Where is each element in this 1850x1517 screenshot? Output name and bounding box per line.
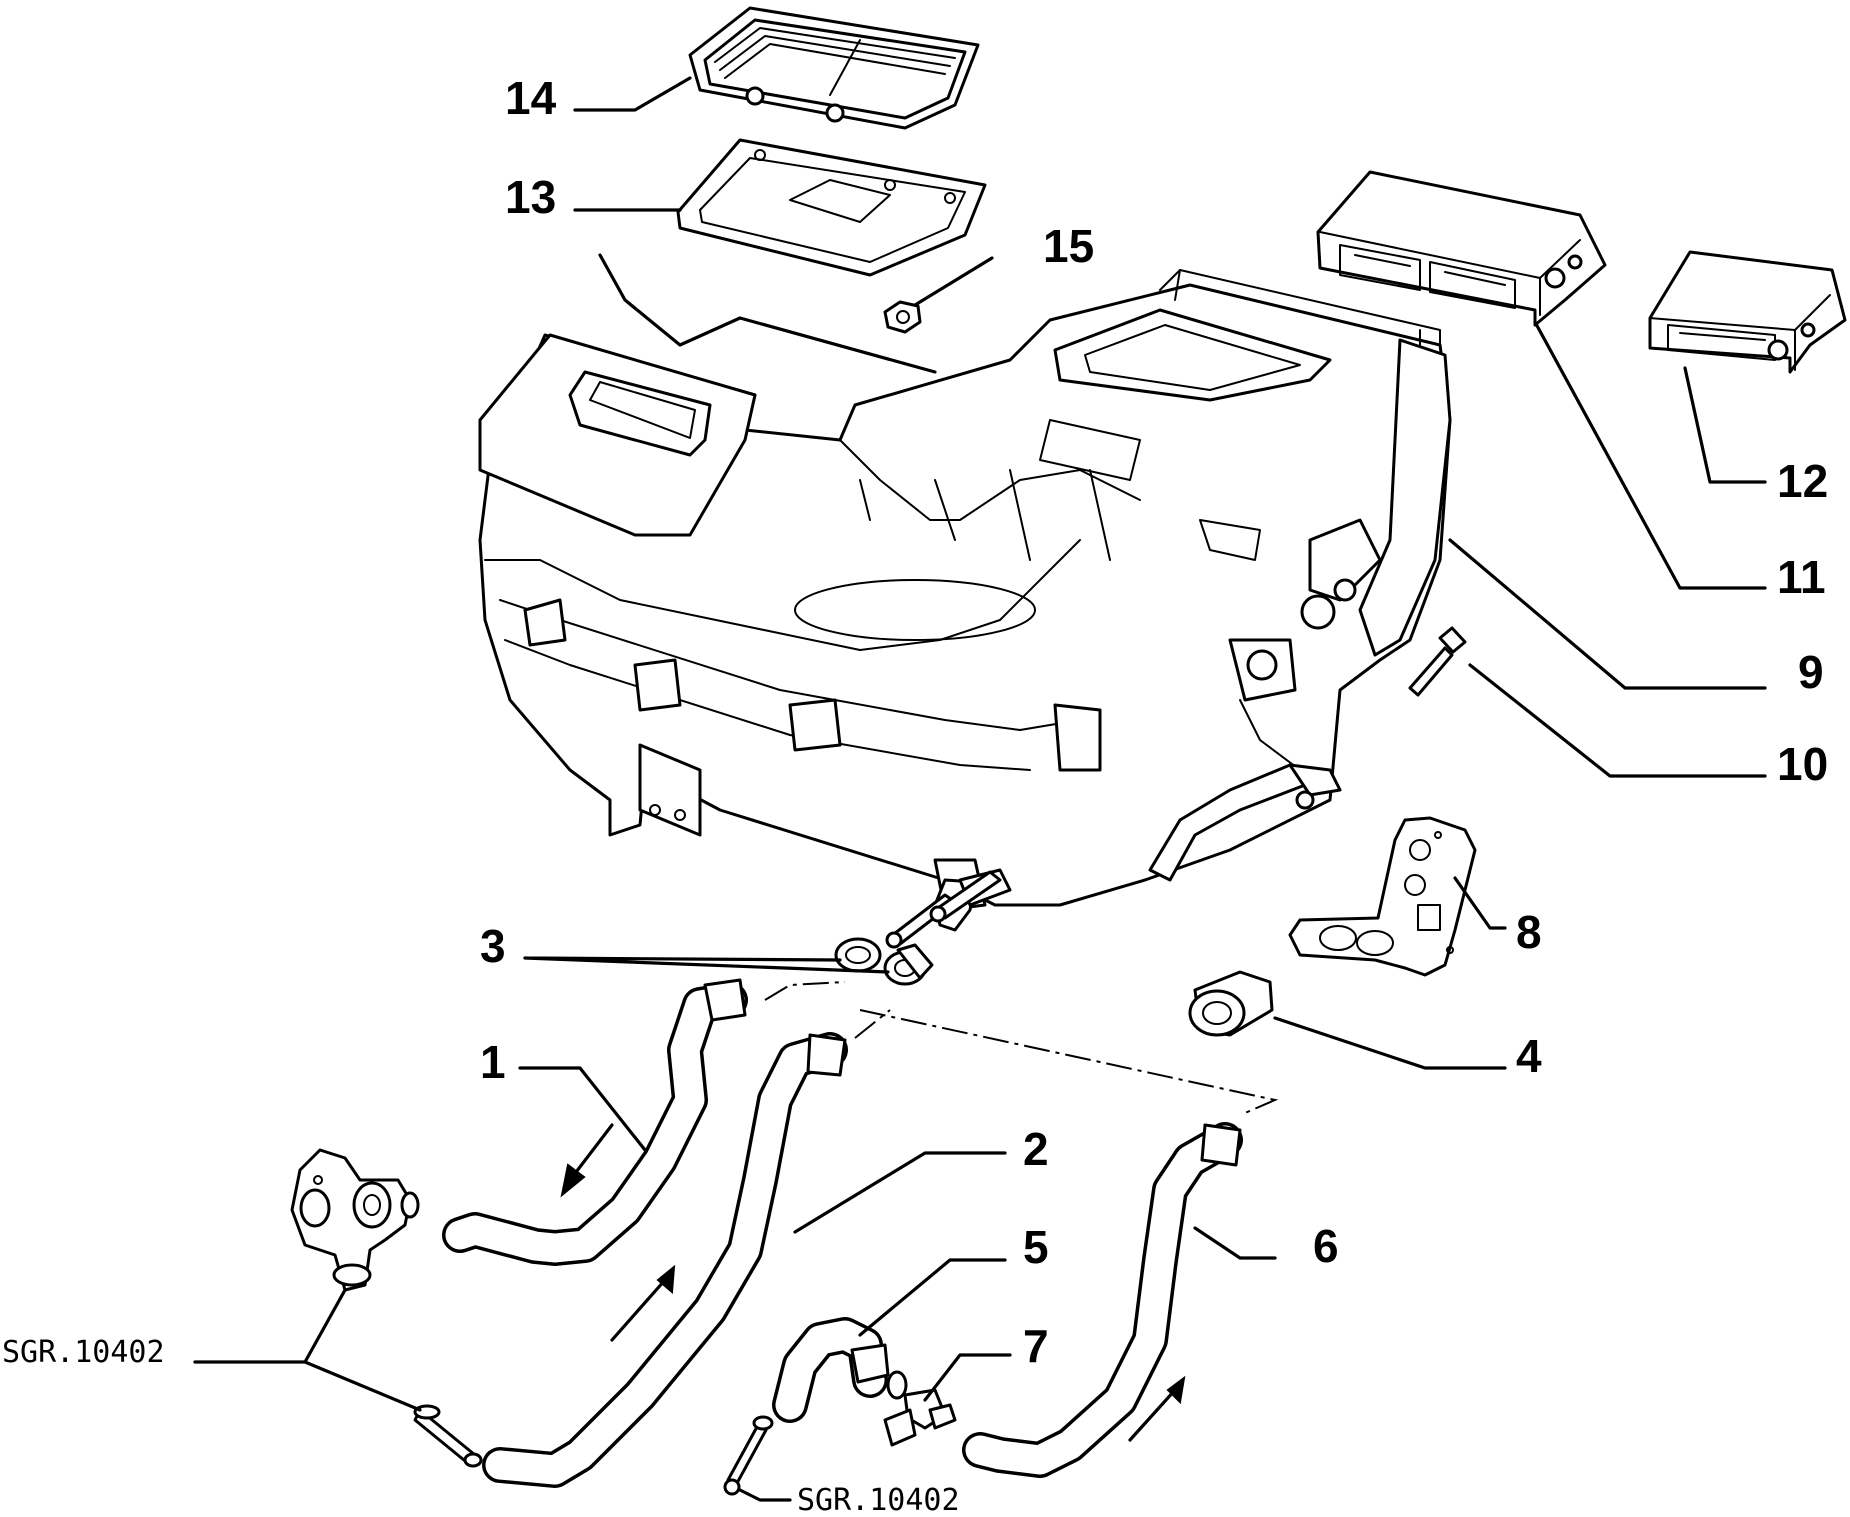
callout-11: 11 [1777,551,1826,603]
part-7-t-connector [883,1370,957,1447]
part-3-hose-clamps [834,870,1002,986]
callout-9: 9 [1798,646,1824,698]
leader-14 [573,76,692,112]
leader-10 [1468,663,1767,778]
callout-13: 13 [505,171,556,223]
callout-2: 2 [1023,1123,1049,1175]
callout-3: 3 [480,920,506,972]
callout-5: 5 [1023,1221,1049,1273]
callout-15: 15 [1043,220,1094,272]
callout-12: 12 [1777,455,1828,507]
part-10-screw [1408,626,1467,697]
part-5-hose [772,1317,890,1423]
leader-1 [518,1066,647,1152]
leader-sgr-left [193,1288,422,1412]
centerline-hose-6 [859,1009,1279,1114]
reference-sgr-left: SGR.10402 [2,1335,165,1370]
bleed-screw-bottom [723,1415,774,1496]
leader-5 [858,1258,1007,1337]
leader-8 [1453,876,1507,930]
flow-arrow-hose-2 [610,1264,676,1342]
part-4-grommet [1188,970,1274,1037]
callout-6: 6 [1313,1220,1339,1272]
part-6-hose [962,1122,1243,1478]
flow-arrow-hose-1 [560,1123,614,1198]
callout-10: 10 [1777,738,1828,790]
leader-15 [913,256,994,307]
callout-1: 1 [480,1036,506,1088]
centerline-hose-2 [854,1009,891,1039]
callout-8: 8 [1516,906,1542,958]
leader-2 [793,1151,1007,1234]
part-15-nut [883,300,922,334]
callout-7: 7 [1023,1320,1049,1372]
part-2-hose [482,1032,848,1488]
part-14-cabin-filter [688,6,980,130]
leader-11 [1533,320,1767,590]
leader-sgr-bottom [738,1488,792,1502]
coolant-fitting-left [290,1148,420,1292]
leader-lines [193,76,1767,1502]
part-8-bracket-plate [1288,816,1477,977]
flow-arrow-hose-6 [1128,1375,1186,1442]
leader-3 [523,956,890,974]
leader-7 [923,1353,1012,1402]
centerline-hose-1 [764,981,846,1001]
leader-9 [1448,538,1767,690]
leader-4 [1273,1016,1507,1070]
part-13-filter-frame [676,138,987,277]
callout-4: 4 [1516,1030,1542,1082]
leader-12 [1683,366,1767,484]
part-12-single-vent [1648,250,1847,374]
part-9-heater-housing [478,269,1452,932]
bleed-screw-left [413,1404,483,1468]
callout-14: 14 [505,72,557,124]
reference-sgr-bottom: SGR.10402 [797,1483,960,1517]
leader-6 [1193,1226,1277,1260]
part-1-hose [442,978,748,1266]
leader-inlet [598,253,937,374]
part-11-double-vent [1316,170,1607,327]
